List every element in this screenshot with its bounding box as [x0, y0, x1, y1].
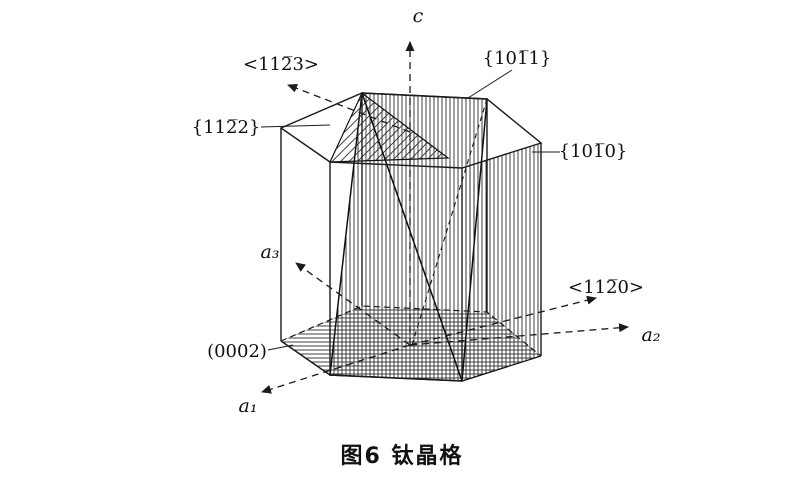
- prism-plane-1010: [462, 143, 541, 381]
- pointer-plane-1122: [260, 124, 331, 128]
- axis-label-a2: a₂: [642, 324, 661, 346]
- bottom-back-edges: [280, 305, 542, 357]
- plane-label-1122: {112̅2}: [192, 117, 261, 138]
- axis-label-a3: a₃: [261, 241, 280, 263]
- plane-label-1010: {101̅0}: [559, 141, 628, 162]
- direction-label-1120: <112̅0>: [568, 277, 644, 298]
- pointer-plane-0002: [267, 344, 294, 351]
- hidden-plane-edge: [411, 98, 488, 346]
- axis-label-a1: a₁: [239, 395, 258, 417]
- direction-1123-arrow: [287, 84, 411, 133]
- figure-caption: 图6 钛晶格: [340, 444, 464, 469]
- bottom-front-edges: [280, 340, 542, 382]
- axis-a2-arrow: [409, 323, 629, 346]
- plane-label-1011: {101̅1}: [483, 48, 552, 69]
- direction-label-1123: <112̅3>: [243, 54, 319, 75]
- pyramidal-plane-1122: [329, 92, 450, 163]
- axis-a1-arrow: [261, 344, 411, 394]
- plane-label-0002: (0002): [207, 341, 267, 362]
- axis-label-c: c: [413, 5, 424, 27]
- plane-diagonal-edge: [361, 92, 463, 382]
- pointer-plane-1011: [467, 69, 513, 99]
- direction-1120-arrow: [409, 295, 597, 346]
